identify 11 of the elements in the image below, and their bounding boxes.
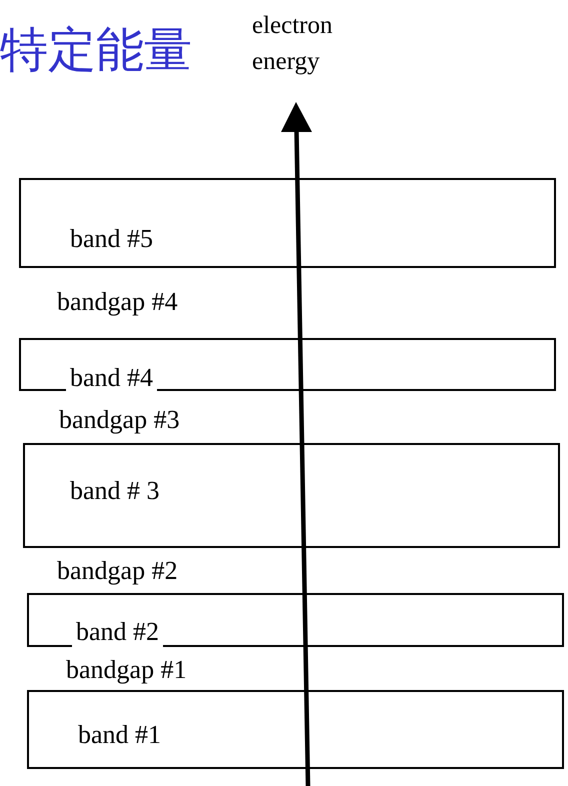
- bandgap-label: bandgap #4: [57, 287, 178, 317]
- axis-label: electron energy: [252, 11, 334, 77]
- bandgap-label: bandgap #1: [66, 655, 187, 685]
- bandgap-label: bandgap #3: [59, 405, 180, 435]
- bandgap-label: bandgap #2: [57, 556, 178, 586]
- title: 特定能量: [0, 21, 192, 80]
- band-box: [23, 443, 560, 548]
- band-box: [19, 338, 556, 391]
- band-box: [27, 690, 564, 769]
- band-box: [27, 593, 564, 647]
- band-box: [19, 178, 556, 268]
